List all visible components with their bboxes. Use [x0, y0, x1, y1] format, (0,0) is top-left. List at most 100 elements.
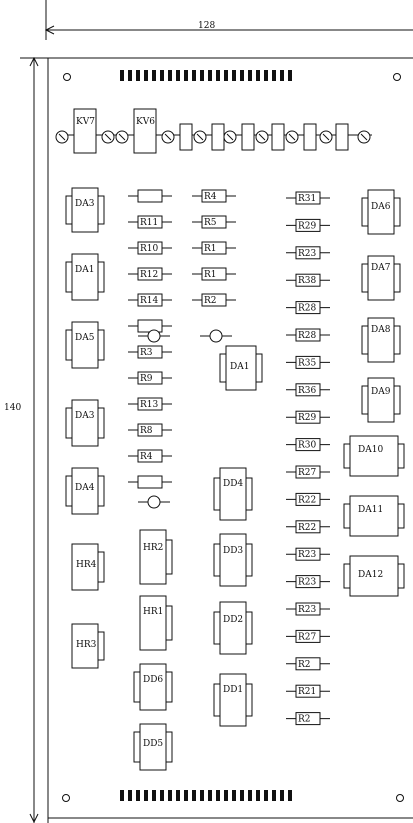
connector-top-pin [240, 70, 244, 81]
resistor [286, 246, 330, 260]
height-dimension-label: 140 [4, 403, 21, 413]
diode [193, 130, 207, 144]
resistor-label: R5 [204, 218, 217, 228]
chip-dd4 [213, 467, 253, 521]
left-chip-da3-mid [65, 399, 105, 447]
diode [55, 130, 69, 144]
top-diodes [55, 130, 371, 144]
resistor-label: R27 [298, 632, 317, 642]
connector-bottom-pin [144, 790, 148, 801]
connector-bottom-pin [128, 790, 132, 801]
resistor [286, 602, 330, 616]
resistor-label: R1 [204, 270, 217, 280]
chip-da12 [343, 555, 405, 597]
width-dimension-label: 128 [198, 21, 215, 31]
connector-bottom-pin [200, 790, 204, 801]
relay-kv7 [73, 108, 97, 154]
mid-chip-da1-label: DA1 [230, 362, 249, 372]
right-chip-da6-label: DA6 [371, 202, 391, 212]
connector-bottom-pin [272, 790, 276, 801]
mounting-hole-bottom-right [396, 794, 404, 802]
resistor-label: R31 [298, 194, 316, 204]
resistor-label: R36 [298, 386, 317, 396]
connector-top [120, 70, 292, 81]
resistor [128, 397, 172, 411]
resistor-label: R13 [140, 400, 159, 410]
diode [101, 130, 115, 144]
connector-bottom-pin [152, 790, 156, 801]
connector-bottom-pin [216, 790, 220, 801]
resistor [286, 520, 330, 534]
resistor-label: R9 [140, 374, 153, 384]
resistor [128, 449, 172, 463]
diode [223, 130, 237, 144]
diode [285, 130, 299, 144]
left-chip-da5-label: DA5 [75, 333, 95, 343]
connector-bottom [120, 790, 292, 801]
resistor-label: R8 [140, 426, 153, 436]
connector-bottom-pin [280, 790, 284, 801]
connector-top-pin [256, 70, 260, 81]
diode-col-a-1 [138, 329, 170, 343]
left-chip-da5 [65, 321, 105, 369]
resistor-label: R14 [140, 296, 159, 306]
resistor-label: R2 [204, 296, 217, 306]
left-relay-hr3 [71, 623, 105, 669]
connector-top-pin [208, 70, 212, 81]
diode [161, 130, 175, 144]
connector-bottom-pin [184, 790, 188, 801]
left-relay-hr4 [71, 543, 105, 591]
resistor [128, 241, 172, 255]
connector-bottom-pin [168, 790, 172, 801]
connector-top-pin [168, 70, 172, 81]
connector-top-pin [232, 70, 236, 81]
resistor-label: R21 [298, 687, 316, 697]
connector-top-pin [248, 70, 252, 81]
resistor [286, 575, 330, 589]
resistor [286, 273, 330, 287]
left-chip-da3-mid-label: DA3 [75, 411, 95, 421]
relay-kv7-label: KV7 [76, 117, 95, 127]
connector-bottom-pin [224, 790, 228, 801]
resistor [286, 301, 330, 315]
resistor-label: R11 [140, 218, 158, 228]
right-chip-da8 [361, 317, 401, 363]
connector-bottom-pin [136, 790, 140, 801]
resistor-label: R12 [140, 270, 158, 280]
resistor [286, 191, 330, 205]
connector-top-pin [264, 70, 268, 81]
connector-top-pin [176, 70, 180, 81]
relay-hr1-label: HR1 [143, 607, 163, 617]
relay-kv6 [133, 108, 157, 154]
resistor [128, 267, 172, 281]
resistor-label: R29 [298, 221, 317, 231]
resistor [128, 293, 172, 307]
left-chip-da3-top [65, 187, 105, 233]
right-chip-da9 [361, 377, 401, 423]
chip-dd1-label: DD1 [223, 685, 243, 695]
right-chip-da6 [361, 189, 401, 235]
connector-top-pin [120, 70, 124, 81]
connector-bottom-pin [232, 790, 236, 801]
connector-bottom-pin [120, 790, 124, 801]
connector-top-pin [224, 70, 228, 81]
right-chip-da8-label: DA8 [371, 325, 391, 335]
resistor-label: R1 [204, 244, 217, 254]
right-chip-da7-label: DA7 [371, 263, 391, 273]
connector-bottom-pin [160, 790, 164, 801]
mounting-hole-top-right [393, 73, 401, 81]
connector-top-pin [152, 70, 156, 81]
chip-dd6-label: DD6 [143, 675, 163, 685]
resistor-label: R23 [298, 249, 317, 259]
left-chip-da1-label: DA1 [75, 265, 94, 275]
resistor [128, 423, 172, 437]
resistor-label: R29 [298, 413, 317, 423]
relay-kv6-label: KV6 [136, 117, 155, 127]
chip-dd1 [213, 673, 253, 727]
connector-bottom-pin [256, 790, 260, 801]
right-chip-da7 [361, 255, 401, 301]
diode [255, 130, 269, 144]
connector-bottom-pin [176, 790, 180, 801]
